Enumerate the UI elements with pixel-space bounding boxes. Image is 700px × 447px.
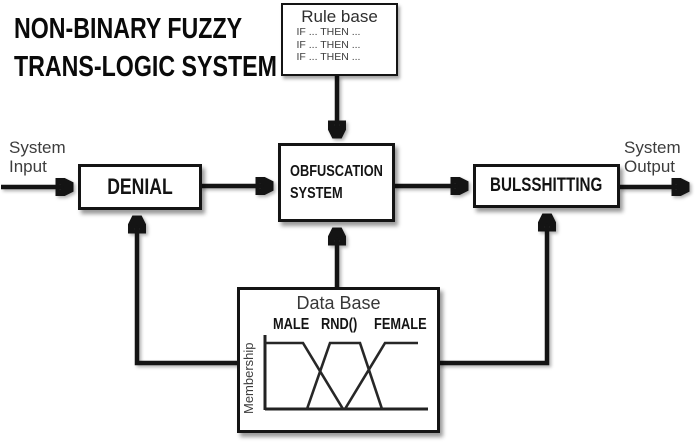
- rule-line: IF ... THEN ...: [296, 51, 361, 63]
- obfuscation-label-line1: OBFUSCATION: [290, 162, 383, 180]
- diagram-title: NON-BINARY FUZZY TRANS-LOGIC SYSTEM: [14, 10, 343, 86]
- membership-curve-male: [265, 341, 345, 410]
- diagram-title-line2: TRANS-LOGIC SYSTEM: [14, 51, 277, 83]
- diagram-title-line1: NON-BINARY FUZZY: [14, 13, 243, 45]
- bullshitting-label: BULSSHITTING: [490, 175, 603, 196]
- rule-base-title: Rule base: [301, 7, 378, 26]
- system-input-label: System Input: [9, 138, 66, 176]
- membership-category-labels: MALE RND() FEMALE: [240, 316, 437, 334]
- system-input-line2: Input: [9, 157, 47, 176]
- arrow-database-to-denial: [137, 218, 239, 366]
- rule-line: IF ... THEN ...: [296, 26, 361, 38]
- data-base-title: Data Base: [296, 293, 381, 313]
- rule-base-box: Rule base IF ... THEN ... IF ... THEN ..…: [281, 3, 398, 76]
- membership-axis-label: Membership: [241, 342, 256, 414]
- membership-curve-female: [343, 341, 418, 410]
- rule-base-rules: IF ... THEN ... IF ... THEN ... IF ... T…: [297, 26, 383, 64]
- obfuscation-system-box: OBFUSCATION SYSTEM: [278, 143, 395, 222]
- category-male: MALE: [273, 316, 310, 333]
- system-output-label: System Output: [624, 138, 681, 176]
- membership-plot: [263, 335, 428, 411]
- arrow-database-to-bullshitting: [438, 216, 547, 366]
- obfuscation-label-line2: SYSTEM: [290, 184, 343, 202]
- system-output-line2: Output: [624, 157, 676, 176]
- data-base-box: Data Base MALE RND() FEMALE Membership: [237, 287, 440, 433]
- system-output-line1: System: [624, 138, 681, 157]
- category-rnd: RND(): [321, 316, 358, 333]
- membership-curve-rnd: [305, 341, 384, 410]
- rule-line: IF ... THEN ...: [296, 38, 361, 51]
- category-female: FEMALE: [374, 316, 427, 333]
- denial-label: DENIAL: [107, 174, 173, 199]
- system-input-line1: System: [9, 138, 66, 157]
- denial-box: DENIAL: [78, 164, 202, 210]
- bullshitting-box: BULSSHITTING: [473, 164, 620, 208]
